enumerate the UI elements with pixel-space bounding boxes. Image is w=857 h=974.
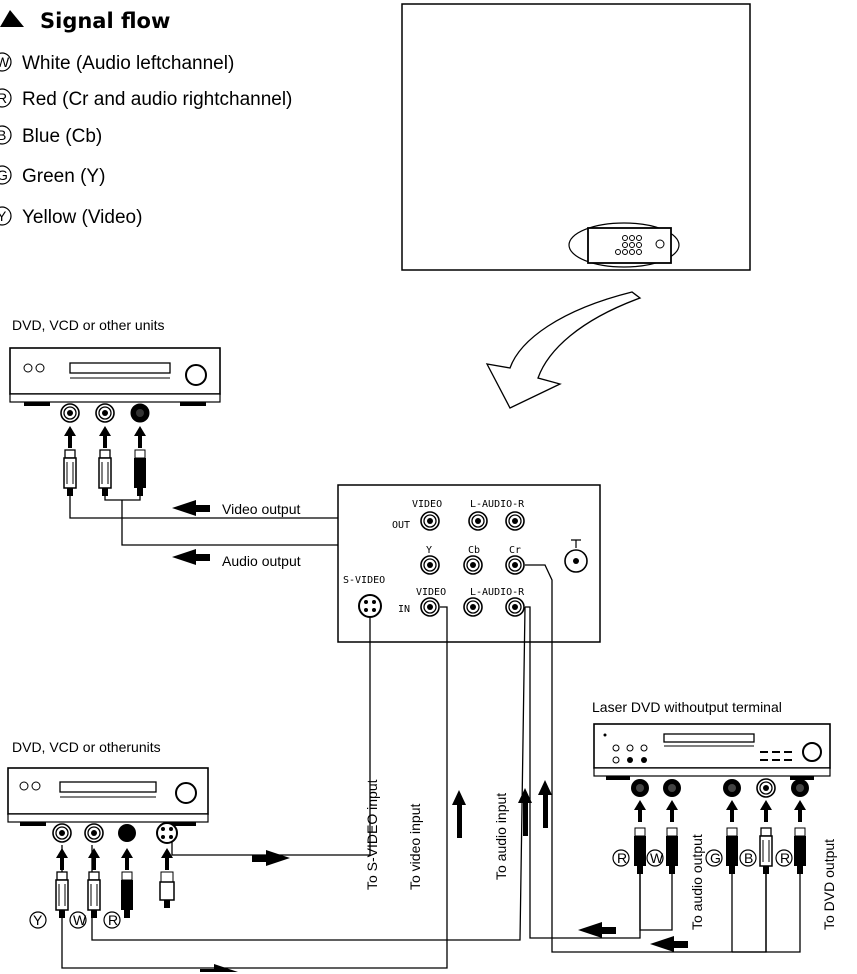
audio-output-arrow-icon	[172, 549, 210, 565]
svideo-jack	[358, 594, 382, 618]
flow-right-arrow-2-icon	[200, 964, 238, 972]
panel-audio-in-label: L-AUDIO-R	[470, 587, 525, 598]
bl-plug-label-y: Y	[33, 912, 43, 928]
audio-input-arrow-2-icon	[538, 780, 552, 828]
terminal-highlight-ellipse	[568, 222, 680, 268]
panel-out-label: OUT	[392, 520, 410, 531]
br-plug-label-w: W	[650, 850, 664, 866]
audio-output-label: Audio output	[222, 553, 301, 569]
signal-flow-arrow-icon	[0, 10, 24, 27]
panel-cr-label: Cr	[509, 545, 521, 556]
top-left-device-label: DVD, VCD or other units	[12, 317, 165, 333]
br-plug-label-b: B	[744, 850, 753, 866]
panel-audio-out-label: L-AUDIO-R	[470, 499, 525, 510]
legend-item-green: Green (Y)	[22, 166, 105, 187]
circle-r-icon	[0, 88, 12, 108]
legend-item-red: Red (Cr and audio rightchannel)	[22, 89, 292, 110]
tv-terminal-panel: VIDEO L-AUDIO-R OUT Y Cb Cr S-VIDEO VIDE…	[337, 484, 601, 643]
circle-g-icon	[0, 165, 12, 185]
bottom-left-dvd-player	[7, 767, 209, 826]
to-audio-input-label: To audio input	[493, 793, 509, 880]
legend-letter-r: R	[0, 90, 7, 106]
tv-rear-view	[401, 3, 751, 271]
to-video-input-label: To video input	[407, 803, 423, 890]
flow-left-arrow-2-icon	[650, 936, 688, 952]
panel-video-out-label: VIDEO	[412, 499, 442, 510]
legend-title: Signal flow	[40, 9, 170, 33]
laser-dvd-plug-letters: R W G B R	[612, 849, 793, 867]
legend-letter-g: G	[0, 167, 8, 183]
panel-svideo-label: S-VIDEO	[343, 575, 385, 586]
bottom-left-device-label: DVD, VCD or otherunits	[12, 739, 161, 755]
to-audio-output-label: To audio output	[689, 834, 705, 930]
to-dvd-output-label: To DVD output	[821, 839, 837, 930]
legend-item-white: White (Audio leftchannel)	[22, 53, 234, 74]
circle-b-icon	[0, 125, 12, 145]
video-output-arrow-icon	[172, 500, 210, 516]
panel-in-label: IN	[398, 604, 410, 615]
bottom-right-device-label: Laser DVD withoutput terminal	[592, 699, 782, 715]
flow-right-arrow-1-icon	[252, 850, 290, 866]
zoom-arrow-icon	[485, 291, 642, 409]
br-plug-label-r2: R	[780, 850, 790, 866]
top-left-dvd-player	[9, 347, 221, 406]
legend-item-blue: Blue (Cb)	[22, 126, 102, 147]
circle-y-icon	[0, 206, 12, 226]
video-input-arrow-icon	[452, 790, 466, 838]
flow-left-arrow-1-icon	[578, 922, 616, 938]
bl-plug-label-w: W	[73, 912, 87, 928]
panel-y-label: Y	[426, 545, 432, 556]
legend-letter-y: Y	[0, 208, 7, 224]
panel-video-in-label: VIDEO	[416, 587, 446, 598]
circle-w-icon	[0, 52, 12, 72]
br-plug-label-g: G	[710, 850, 721, 866]
br-plug-label-r1: R	[617, 850, 627, 866]
legend-letter-b: B	[0, 127, 6, 143]
antenna-icon	[571, 539, 581, 548]
panel-cb-label: Cb	[468, 545, 480, 556]
legend-item-yellow: Yellow (Video)	[22, 207, 142, 228]
audio-input-arrow-icon	[518, 788, 532, 836]
video-output-label: Video output	[222, 501, 300, 517]
legend-letter-w: W	[0, 54, 10, 70]
bl-plug-label-r: R	[108, 912, 118, 928]
legend: Signal flow W White (Audio leftchannel) …	[0, 9, 292, 228]
laser-dvd-jacks	[631, 778, 809, 798]
to-svideo-input-label: To S-VIDEO input	[364, 779, 380, 890]
laser-dvd-player	[593, 723, 831, 780]
